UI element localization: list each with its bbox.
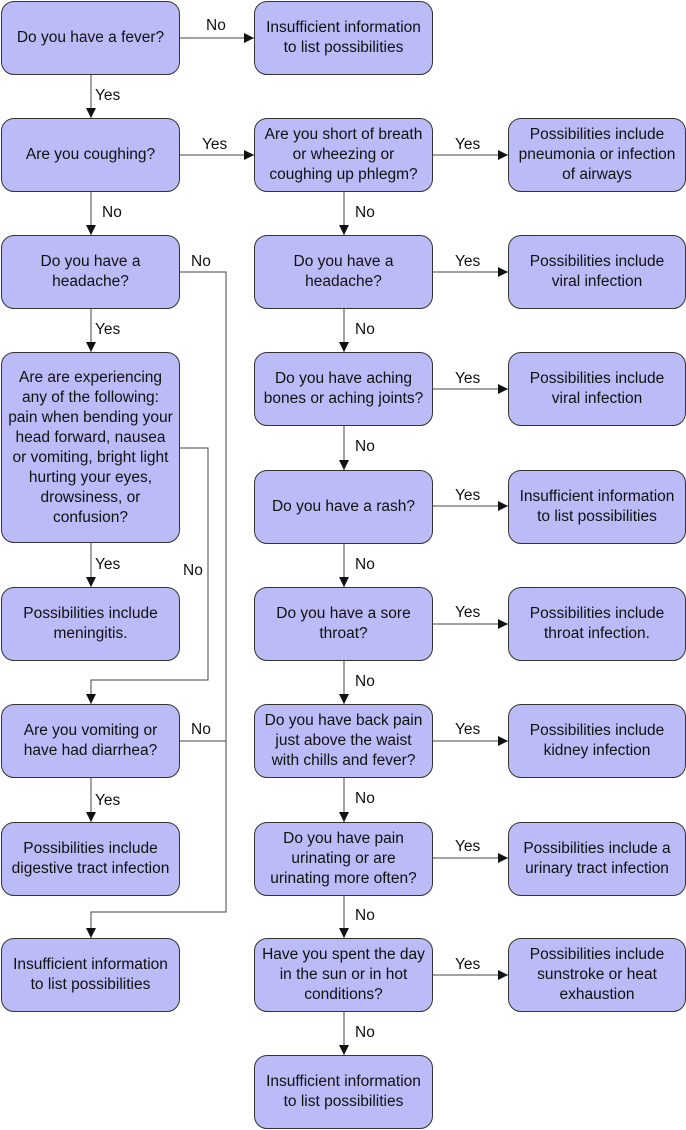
node-aching: Do you have aching bones or aching joint… xyxy=(254,352,433,426)
node-coughing: Are you coughing? xyxy=(1,118,180,192)
node-insufficient-rash: Insufficient information to list possibi… xyxy=(508,470,686,544)
node-sun: Have you spent the day in the sun or in … xyxy=(254,938,433,1012)
node-pneumonia: Possibilities include pneumonia or infec… xyxy=(508,118,686,192)
node-rash: Do you have a rash? xyxy=(254,470,433,544)
node-sunstroke: Possibilities include sunstroke or heat … xyxy=(508,938,686,1012)
edge-label-yes: Yes xyxy=(95,321,121,338)
node-sore-throat: Do you have a sore throat? xyxy=(254,587,433,661)
edge-label-yes: Yes xyxy=(455,253,481,270)
node-short-breath: Are you short of breath or wheezing or c… xyxy=(254,118,433,192)
node-insufficient-top: Insufficient information to list possibi… xyxy=(254,1,433,75)
node-vomiting: Are you vomiting or have had diarrhea? xyxy=(1,704,180,778)
edge-label-no: No xyxy=(191,253,211,270)
edge-label-no: No xyxy=(206,17,226,34)
node-viral-1: Possibilities include viral infection xyxy=(508,235,686,309)
edge-label-yes: Yes xyxy=(95,792,121,809)
edge-label-yes: Yes xyxy=(95,87,121,104)
edge-headache-no xyxy=(86,271,227,938)
node-viral-2: Possibilities include viral infection xyxy=(508,352,686,426)
node-headache-left: Do you have a headache? xyxy=(1,235,180,309)
node-fever: Do you have a fever? xyxy=(1,1,180,75)
node-back-pain: Do you have back pain just above the wai… xyxy=(254,704,433,778)
edge-label-yes: Yes xyxy=(455,838,481,855)
node-insufficient-bottom: Insufficient information to list possibi… xyxy=(254,1055,433,1129)
node-kidney: Possibilities include kidney infection xyxy=(508,704,686,778)
edge-label-no: No xyxy=(355,673,375,690)
node-experiencing: Are are experiencing any of the followin… xyxy=(1,352,180,543)
node-digestive: Possibilities include digestive tract in… xyxy=(1,822,180,896)
edge-label-yes: Yes xyxy=(455,370,481,387)
node-urinary: Possibilities include a urinary tract in… xyxy=(508,822,686,896)
edge-label-no: No xyxy=(191,721,211,738)
edge-label-no: No xyxy=(355,1024,375,1041)
edge-label-no: No xyxy=(355,438,375,455)
node-throat-infection: Possibilities include throat infection. xyxy=(508,587,686,661)
edge-label-no: No xyxy=(355,907,375,924)
edge-label-yes: Yes xyxy=(455,604,481,621)
edge-label-yes: Yes xyxy=(455,721,481,738)
edge-label-yes: Yes xyxy=(455,956,481,973)
edge-experiencing-no xyxy=(86,447,209,704)
edge-label-no: No xyxy=(355,556,375,573)
node-meningitis: Possibilities include meningitis. xyxy=(1,587,180,661)
node-insufficient-left: Insufficient information to list possibi… xyxy=(1,938,180,1012)
edge-label-yes: Yes xyxy=(455,136,481,153)
node-urinating: Do you have pain urinating or are urinat… xyxy=(254,822,433,896)
edge-label-yes: Yes xyxy=(455,487,481,504)
edge-label-no: No xyxy=(355,321,375,338)
edge-label-yes: Yes xyxy=(202,136,228,153)
edge-label-yes: Yes xyxy=(95,556,121,573)
edge-label-no: No xyxy=(102,204,122,221)
edge-label-no: No xyxy=(183,562,203,579)
node-headache-right: Do you have a headache? xyxy=(254,235,433,309)
edge-label-no: No xyxy=(355,204,375,221)
edge-label-no: No xyxy=(355,790,375,807)
